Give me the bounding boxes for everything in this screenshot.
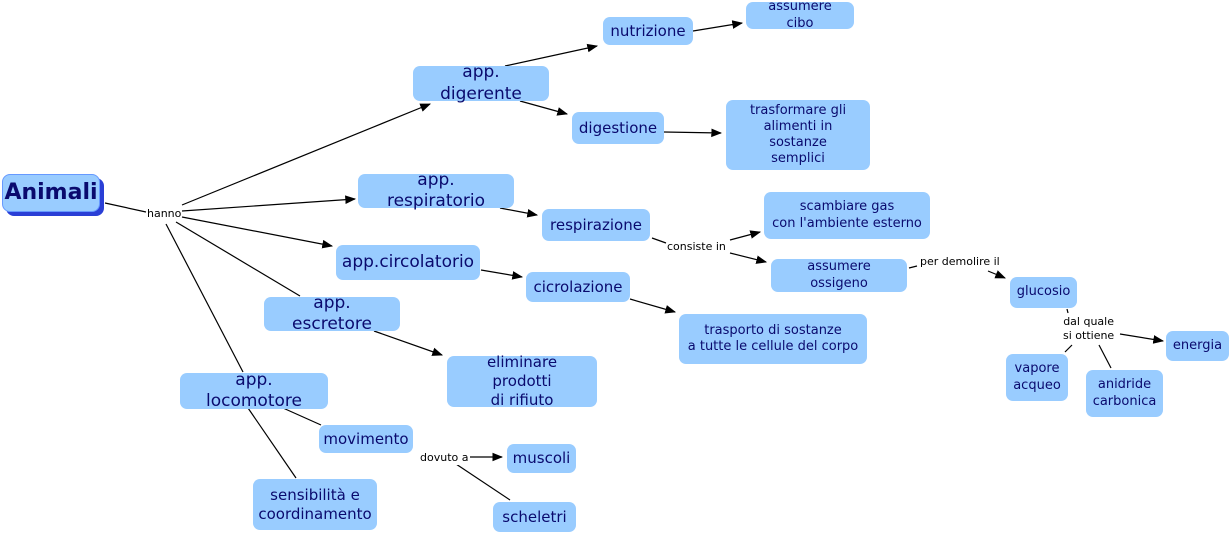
link-label-hanno: hanno bbox=[147, 207, 182, 221]
edge-consiste-scambiare bbox=[729, 230, 762, 241]
edge-circolazione-trasporto bbox=[629, 298, 677, 314]
node-eliminare[interactable]: eliminare prodotti di rifiuto bbox=[447, 353, 597, 409]
edge-circolatorio-circolazione bbox=[480, 269, 524, 280]
node-anidride-carbonica[interactable]: anidride carbonica bbox=[1086, 370, 1163, 417]
node-nutrizione[interactable]: nutrizione bbox=[603, 17, 693, 45]
edge-dalquale-anidride bbox=[1098, 344, 1112, 369]
node-muscoli[interactable]: muscoli bbox=[507, 444, 576, 473]
node-app-locomotore[interactable]: app. locomotore bbox=[180, 370, 328, 411]
node-sensibilita[interactable]: sensibilità e coordinamento bbox=[253, 479, 377, 530]
edge-locomotore-movimento bbox=[282, 407, 322, 426]
edge-consiste-ossigeno bbox=[729, 252, 768, 264]
edge-hanno-respiratorio bbox=[181, 195, 357, 212]
link-label-per-demolire: per demolire il bbox=[920, 255, 1000, 269]
edge-respiratorio-respirazione bbox=[499, 207, 539, 218]
node-app-escretore[interactable]: app. escretore bbox=[264, 293, 400, 334]
edge-respirazione-consiste bbox=[651, 237, 667, 244]
node-app-respiratorio[interactable]: app. respiratorio bbox=[358, 170, 514, 211]
edge-digerente-nutrizione bbox=[504, 43, 599, 67]
node-assumere-ossigeno[interactable]: assumere ossigeno bbox=[771, 259, 907, 292]
node-energia[interactable]: energia bbox=[1166, 331, 1229, 361]
node-animali[interactable]: Animali bbox=[2, 174, 100, 212]
edge-digestione-trasformare bbox=[663, 128, 723, 138]
link-label-dal-quale: dal quale si ottiene bbox=[1063, 315, 1115, 343]
edge-dalquale-vapore bbox=[1064, 344, 1073, 353]
edge-dovuto-scheletri bbox=[455, 463, 511, 501]
node-trasporto[interactable]: trasporto di sostanze a tutte le cellule… bbox=[679, 314, 867, 364]
edge-glucosio-dalquale bbox=[1066, 308, 1069, 314]
node-assumere-cibo[interactable]: assumere cibo bbox=[746, 0, 854, 31]
edge-hanno-circolatorio bbox=[181, 216, 334, 249]
edge-animali-hanno bbox=[104, 202, 147, 213]
node-respirazione[interactable]: respirazione bbox=[542, 209, 650, 241]
edge-digerente-digestione bbox=[519, 100, 569, 116]
edge-escretore-eliminare bbox=[373, 330, 444, 356]
edge-ossigeno-perdemolire bbox=[908, 265, 918, 269]
node-scambiare-gas[interactable]: scambiare gas con l'ambiente esterno bbox=[764, 192, 930, 239]
node-scheletri[interactable]: scheletri bbox=[493, 502, 576, 532]
node-circolazione[interactable]: cicrolazione bbox=[526, 272, 630, 302]
node-app-circolatorio[interactable]: app.circolatorio bbox=[336, 245, 480, 280]
edge-hanno-escretore bbox=[175, 221, 301, 297]
link-label-consiste-in: consiste in bbox=[667, 240, 726, 254]
edge-hanno-locomotore bbox=[165, 223, 244, 373]
node-movimento[interactable]: movimento bbox=[319, 425, 413, 453]
edge-dalquale-energia bbox=[1119, 333, 1165, 344]
node-digestione[interactable]: digestione bbox=[572, 112, 664, 144]
edge-hanno-digerente bbox=[181, 103, 432, 206]
node-glucosio[interactable]: glucosio bbox=[1010, 277, 1077, 308]
edge-perdemolire-glucosio bbox=[987, 270, 1006, 279]
node-app-digerente[interactable]: app. digerente bbox=[413, 62, 549, 104]
edge-nutrizione-cibo bbox=[692, 20, 744, 32]
link-label-dovuto-a: dovuto a bbox=[420, 451, 469, 465]
edge-locomotore-sensibilita bbox=[247, 407, 297, 479]
node-vapore-acqueo[interactable]: vapore acqueo bbox=[1006, 354, 1068, 401]
node-trasformare[interactable]: trasformare gli alimenti in sostanze sem… bbox=[726, 100, 870, 170]
